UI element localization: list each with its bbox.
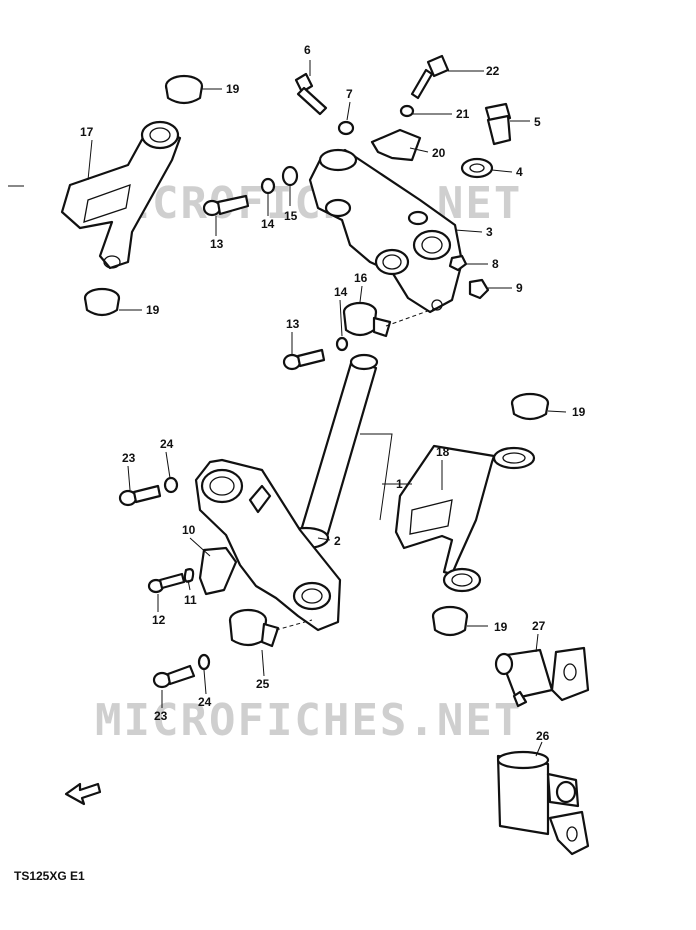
leader-lines (87, 60, 567, 757)
nut-8 (448, 254, 468, 272)
model-code: TS125XG E1 (14, 869, 85, 883)
callout-6: 6 (304, 43, 311, 57)
callout-22: 22 (486, 64, 500, 78)
watermark-top: MICROFICHES.NET (95, 178, 522, 229)
front-direction-arrow-icon (64, 782, 102, 806)
cap-nut-9 (468, 278, 490, 300)
bracket-10 (198, 546, 238, 596)
steering-lock-27 (494, 646, 590, 708)
callout-21: 21 (456, 107, 470, 121)
washer-14-mid (335, 336, 349, 352)
callout-12: 12 (152, 613, 166, 627)
washer-14-upper (260, 177, 276, 195)
callout-3: 3 (486, 225, 493, 239)
callout-11: 11 (184, 593, 197, 607)
steering-stem-lower (194, 353, 379, 632)
callout-8: 8 (492, 257, 499, 271)
callout-5: 5 (534, 115, 541, 129)
lower-headlight-bracket (394, 444, 536, 593)
callout-27: 27 (532, 619, 546, 633)
callout-24-b: 24 (198, 695, 212, 709)
callout-25: 25 (256, 677, 270, 691)
callout-16: 16 (354, 271, 368, 285)
callout-26: 26 (536, 729, 550, 743)
bolt-12 (147, 572, 186, 594)
bolt-6 (294, 72, 328, 116)
callout-1: 1 (396, 477, 403, 491)
callout-19-c: 19 (572, 405, 586, 419)
callout-18: 18 (436, 445, 450, 459)
callout-19-a: 19 (226, 82, 240, 96)
washer-15 (281, 165, 299, 187)
washer-24-upper (163, 476, 179, 494)
alignment-line-16 (385, 307, 437, 327)
lock-washer-11 (183, 568, 195, 583)
callout-2: 2 (334, 534, 341, 548)
callout-7: 7 (346, 87, 353, 101)
cushion-rubber-right-lower (431, 605, 469, 637)
bolt-23-upper (118, 484, 162, 507)
bolt-13-mid (282, 348, 326, 371)
washer-21 (399, 104, 415, 118)
bolt-22 (410, 54, 450, 100)
callout-14-b: 14 (334, 285, 348, 299)
washer-7 (337, 120, 355, 136)
callout-4: 4 (516, 165, 523, 179)
alignment-line-25 (275, 619, 313, 631)
clamp-16 (342, 301, 392, 338)
watermark-bottom: MICROFICHES.NET (95, 695, 522, 746)
ignition-switch-26 (496, 750, 590, 856)
clamp-25 (228, 608, 280, 648)
callout-15: 15 (284, 209, 298, 223)
callout-10: 10 (182, 523, 196, 537)
callout-23-b: 23 (154, 709, 168, 723)
bolt-23-lower (152, 664, 196, 689)
bolt-13-upper (202, 194, 250, 217)
callouts: 6 22 19 7 21 5 17 20 4 14 15 3 13 8 16 9… (80, 43, 586, 743)
callout-14-a: 14 (261, 217, 275, 231)
washer-4 (460, 157, 494, 179)
cushion-rubber-upper (164, 74, 204, 105)
callout-24-a: 24 (160, 437, 174, 451)
callout-13-b: 13 (286, 317, 300, 331)
steering-stem-upper-bracket (308, 148, 464, 314)
callout-17: 17 (80, 125, 94, 139)
callout-19-b: 19 (146, 303, 160, 317)
callout-19-d: 19 (494, 620, 508, 634)
cushion-rubber-lower-left (83, 287, 121, 317)
upper-headlight-bracket (60, 120, 182, 270)
plate-20 (370, 128, 422, 162)
callout-20: 20 (432, 146, 446, 160)
bracket-line-1 (360, 433, 393, 521)
bolt-5 (484, 102, 512, 146)
callout-23-a: 23 (122, 451, 136, 465)
callout-9: 9 (516, 281, 523, 295)
callout-13-a: 13 (210, 237, 224, 251)
cushion-rubber-right-upper (510, 392, 550, 421)
washer-24-lower (197, 653, 211, 671)
